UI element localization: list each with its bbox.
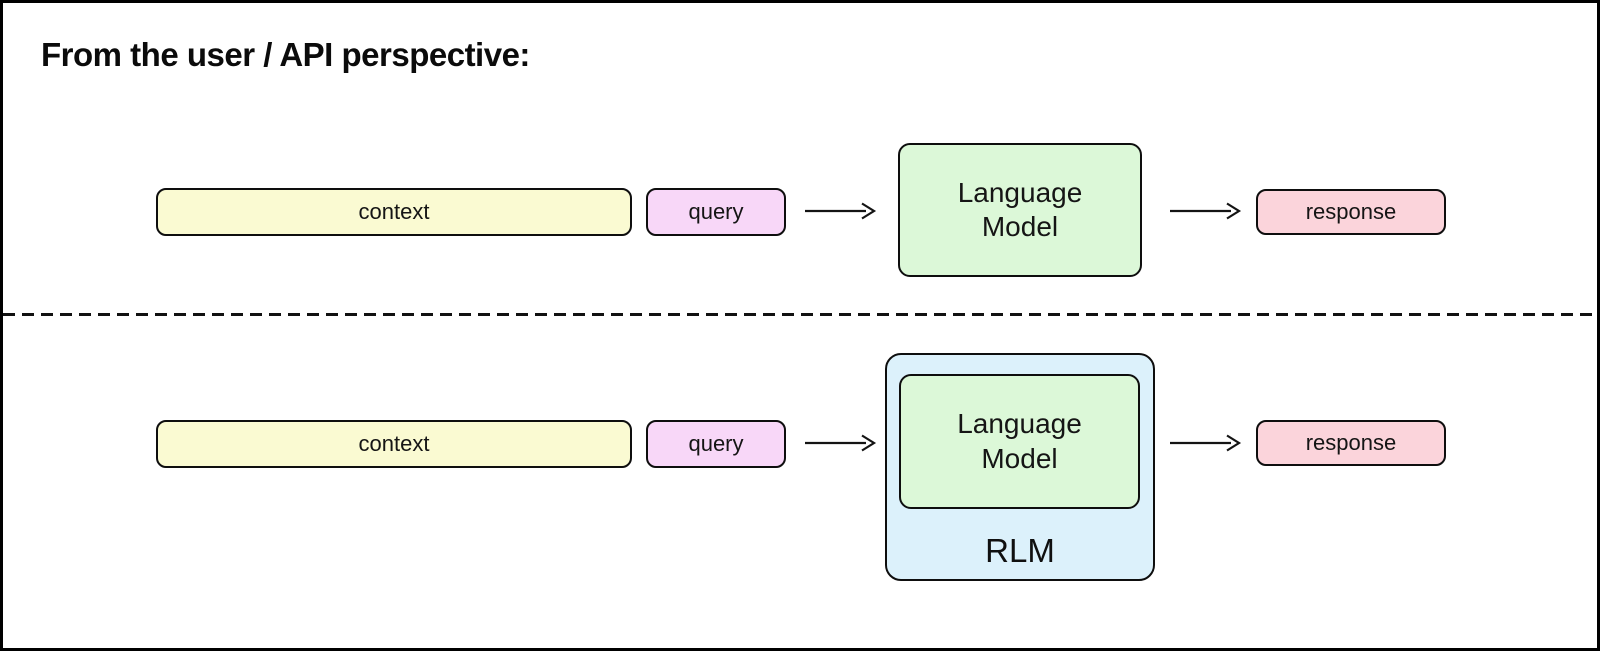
- query-box-row2: query: [646, 420, 786, 468]
- context-box-row1: context: [156, 188, 632, 236]
- language-model-label: Language Model: [957, 408, 1082, 474]
- arrow-right-icon: [1170, 202, 1242, 220]
- rlm-label: RLM: [985, 532, 1055, 569]
- response-label: response: [1305, 199, 1397, 224]
- language-model-label: Language Model: [957, 176, 1083, 242]
- language-model-box-row1: Language Model: [898, 143, 1142, 277]
- query-label: query: [688, 199, 744, 224]
- response-box-row2: response: [1256, 420, 1446, 466]
- arrow-right-icon: [805, 434, 877, 452]
- dashed-divider: [3, 313, 1597, 316]
- rlm-wrapper-box: Language Model RLM: [885, 353, 1155, 581]
- response-label: response: [1305, 430, 1397, 455]
- query-box-row1: query: [646, 188, 786, 236]
- query-label: query: [688, 431, 744, 456]
- arrow-right-icon: [805, 202, 877, 220]
- language-model-box-row2: Language Model: [899, 374, 1140, 509]
- context-label: context: [358, 431, 430, 456]
- context-box-row2: context: [156, 420, 632, 468]
- arrow-right-icon: [1170, 434, 1242, 452]
- page-title: From the user / API perspective:: [41, 36, 530, 73]
- context-label: context: [358, 199, 430, 224]
- response-box-row1: response: [1256, 189, 1446, 235]
